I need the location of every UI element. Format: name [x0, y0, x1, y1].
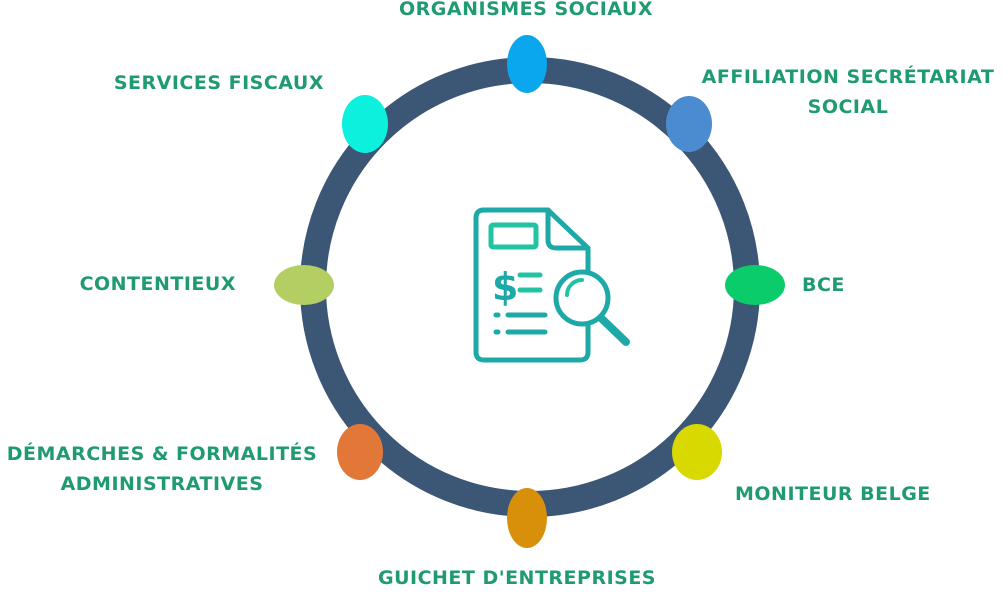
- label-moniteur-line1: MONITEUR BELGE: [735, 483, 931, 505]
- label-bce: BCE: [802, 270, 845, 300]
- node-guichet: [507, 488, 547, 548]
- label-affiliation: AFFILIATION SECRÉTARIAT SOCIAL: [692, 62, 1004, 122]
- label-contentieux: CONTENTIEUX: [20, 269, 236, 299]
- label-demarches-line1: DÉMARCHES & FORMALITÉS: [6, 443, 318, 465]
- document-search-icon: $: [473, 207, 630, 363]
- label-demarches: DÉMARCHES & FORMALITÉS ADMINISTRATIVES: [0, 439, 324, 499]
- node-bce: [725, 265, 785, 305]
- node-organismes: [507, 35, 547, 93]
- label-fiscaux-line1: SERVICES FISCAUX: [113, 72, 324, 94]
- node-demarches: [337, 424, 383, 480]
- label-bce-line1: BCE: [802, 274, 845, 296]
- node-contentieux: [274, 265, 334, 305]
- node-fiscaux: [342, 95, 388, 153]
- label-moniteur: MONITEUR BELGE: [735, 479, 931, 509]
- label-demarches-line2: ADMINISTRATIVES: [60, 473, 264, 495]
- label-affiliation-line1: AFFILIATION SECRÉTARIAT: [701, 66, 995, 88]
- svg-text:$: $: [492, 265, 518, 309]
- label-guichet-line1: GUICHET D'ENTREPRISES: [377, 567, 656, 589]
- label-contentieux-line1: CONTENTIEUX: [79, 273, 236, 295]
- node-moniteur: [672, 424, 722, 480]
- label-organismes-line1: ORGANISMES SOCIAUX: [399, 0, 653, 20]
- label-organismes: ORGANISMES SOCIAUX: [380, 0, 672, 24]
- label-fiscaux: SERVICES FISCAUX: [60, 68, 324, 98]
- label-affiliation-line2: SOCIAL: [807, 96, 889, 118]
- node-affiliation: [666, 96, 712, 152]
- label-guichet: GUICHET D'ENTREPRISES: [352, 563, 682, 593]
